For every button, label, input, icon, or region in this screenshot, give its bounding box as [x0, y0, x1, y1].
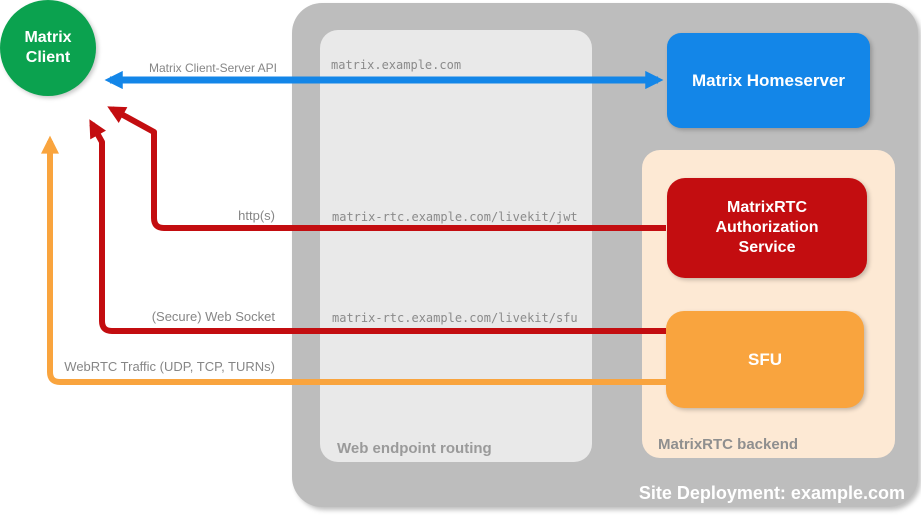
web-endpoint-routing-label: Web endpoint routing	[337, 440, 492, 457]
web-endpoint-routing-container	[320, 30, 592, 462]
https-arrow-label: http(s)	[238, 208, 275, 223]
matrixrtc-backend-label: MatrixRTC backend	[658, 436, 799, 453]
matrix-homeserver-label: Matrix Homeserver	[691, 70, 846, 90]
matrix-client-node: Matrix Client	[0, 0, 96, 96]
websocket-arrow-label: (Secure) Web Socket	[151, 309, 275, 324]
client-server-api-arrow-label: Matrix Client-Server API	[148, 61, 277, 75]
matrixrtc-auth-service-label: MatrixRTC Authorization Service	[715, 199, 819, 256]
matrix-homeserver-node: Matrix Homeserver	[667, 33, 870, 128]
matrix-client-label-line2: Client	[25, 49, 71, 66]
endpoint-livekit-sfu-url: matrix-rtc.example.com/livekit/sfu	[332, 311, 578, 325]
sfu-node: SFU	[666, 311, 864, 408]
webrtc-traffic-arrow-label: WebRTC Traffic (UDP, TCP, TURNs)	[64, 359, 275, 374]
matrixrtc-auth-service-node: MatrixRTC Authorization Service	[667, 178, 867, 278]
endpoint-livekit-jwt-url: matrix-rtc.example.com/livekit/jwt	[332, 210, 578, 224]
endpoint-matrix-url: matrix.example.com	[331, 58, 462, 72]
matrix-client-label-line1: Matrix	[24, 29, 72, 46]
sfu-label: SFU	[748, 349, 782, 369]
site-deployment-label: Site Deployment: example.com	[638, 483, 905, 503]
